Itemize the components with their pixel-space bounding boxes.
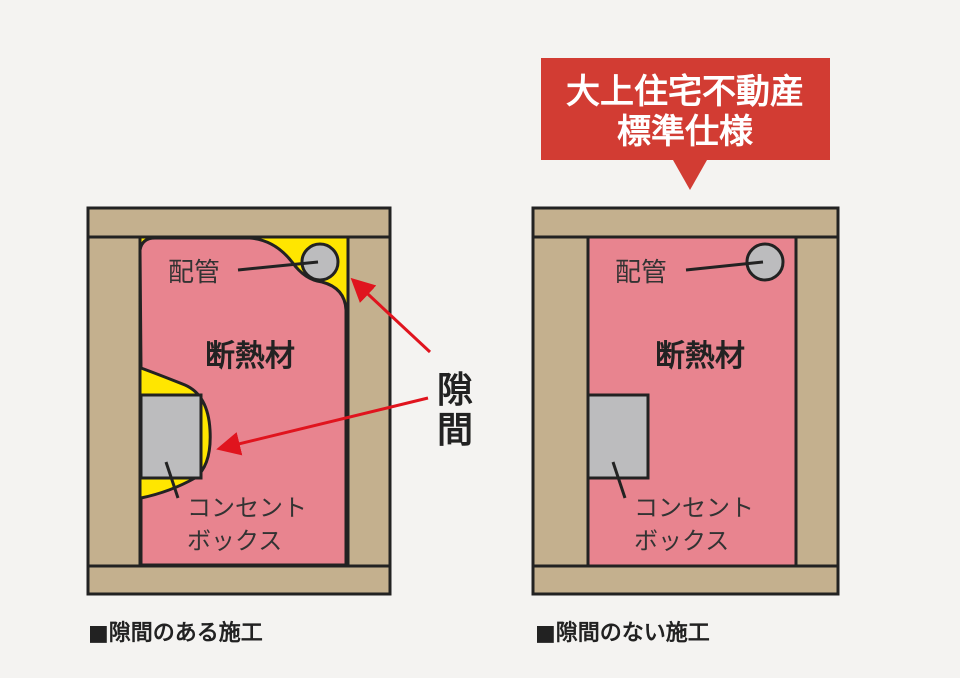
outlet-label-1: コンセント	[634, 494, 754, 522]
insulation-label: 断熱材	[205, 339, 295, 374]
arrow-to-box-gap	[216, 396, 429, 456]
outlet-box	[139, 393, 203, 480]
pipe-label: 配管	[615, 258, 667, 288]
left-wall-section: 配管 断熱材 コンセント ボックス	[86, 206, 392, 596]
outlet-label-1: コンセント	[187, 494, 307, 522]
insulation-left	[138, 236, 348, 567]
left-caption: ■隙間のある施工	[88, 620, 263, 646]
insulation-label: 断熱材	[655, 339, 745, 374]
pipe	[745, 242, 785, 282]
outlet-box	[586, 393, 650, 480]
outlet-label-2: ボックス	[187, 527, 282, 555]
pipe-label: 配管	[168, 258, 220, 288]
gap-label-2: 間	[437, 410, 473, 451]
pipe	[300, 242, 340, 282]
callout-banner: 大上住宅不動産 標準仕様	[541, 58, 830, 190]
right-wall-section: 配管 断熱材 コンセント ボックス	[531, 206, 840, 596]
gap-label-1: 隙	[437, 370, 473, 411]
callout-line-2: 標準仕様	[617, 112, 754, 152]
gap-annotation: 隙 間	[216, 277, 473, 456]
callout-line-1: 大上住宅不動産	[566, 72, 804, 112]
right-caption: ■隙間のない施工	[535, 620, 710, 646]
arrow-to-pipe-gap	[350, 277, 432, 354]
outlet-label-2: ボックス	[634, 527, 729, 555]
